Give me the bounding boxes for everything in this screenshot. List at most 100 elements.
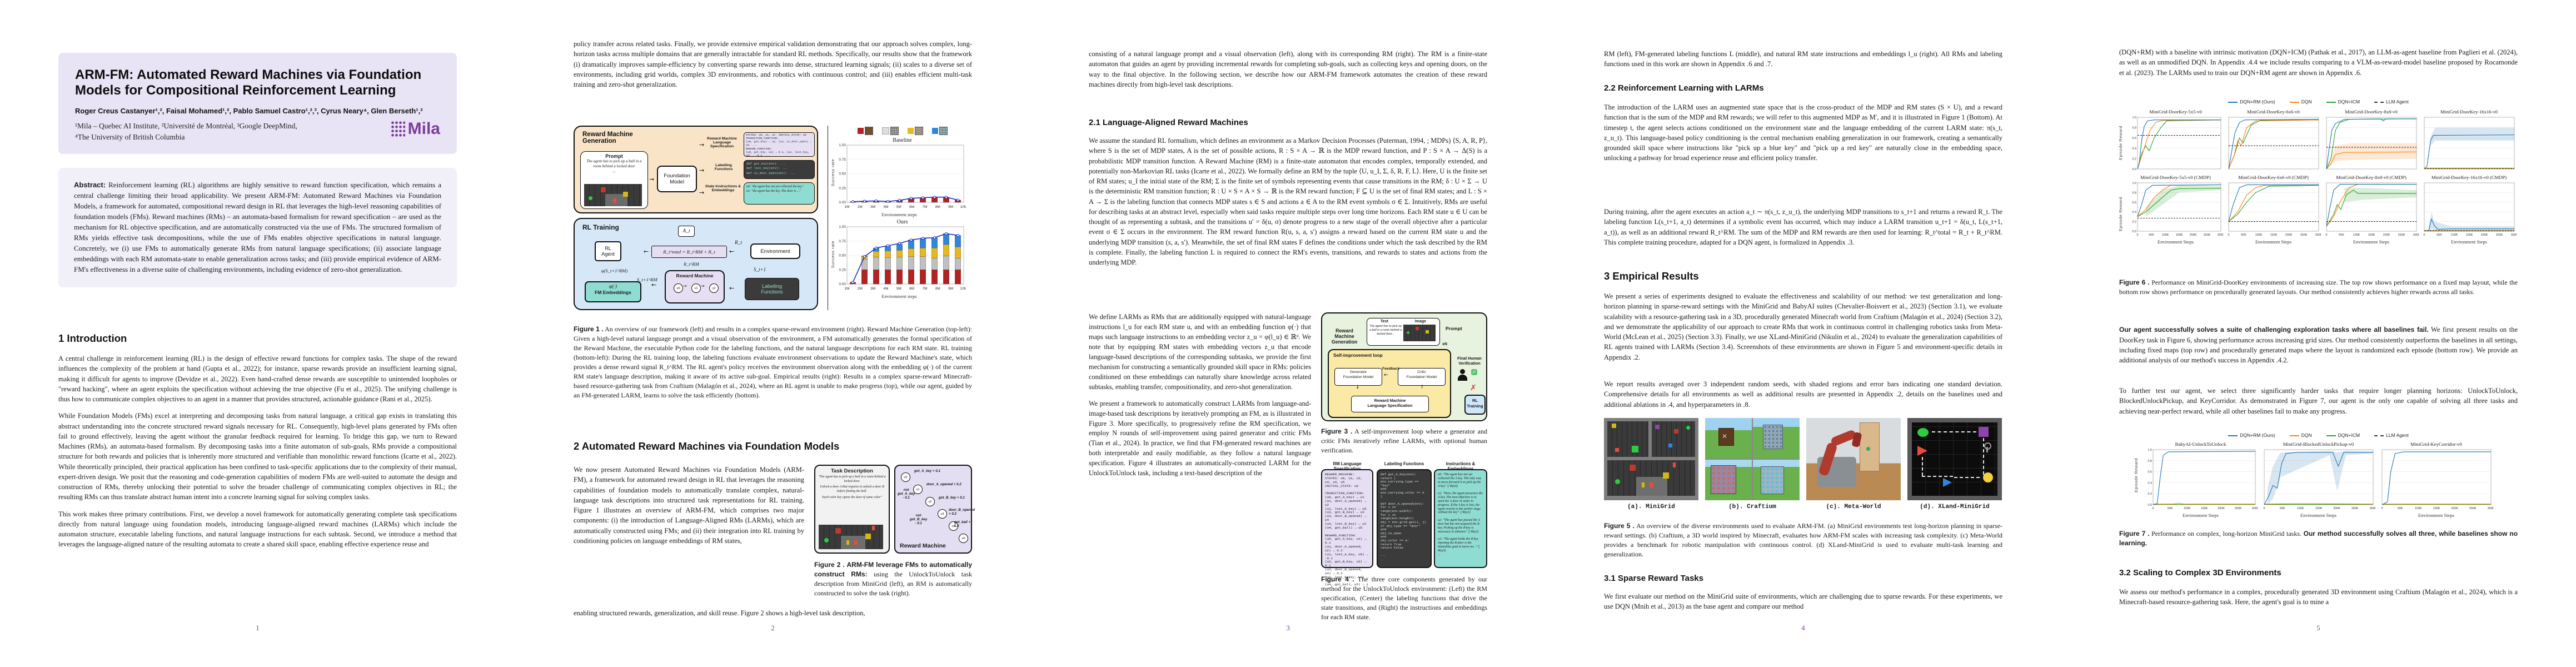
- svg-text:200K: 200K: [2218, 507, 2225, 510]
- fig1-ours-xlabel: Environment steps: [881, 293, 917, 299]
- fig1-caption-label: Figure 1 .: [574, 325, 604, 333]
- fig2-reward-machine-box: u0 u1 u2 u3 u4 u5 got_A_key + 0.1 door_A…: [894, 465, 975, 554]
- fig4-header-labeling: Labeling Functions: [1384, 461, 1424, 466]
- svg-text:1.0: 1.0: [2132, 182, 2137, 185]
- fig2-minigrid-thumbnail: [819, 525, 883, 549]
- fig1-reward-sum-node: R_t^total = R_t^RM + R_t: [651, 246, 727, 258]
- page5-bold-paragraph: Our agent successfully solves a suite of…: [2119, 325, 2518, 365]
- fig6-title-5: MiniGrid-DoorKey-6x6-v0 (CMDP): [2238, 175, 2309, 180]
- figure-7: DQN+RM (Ours) DQN DQN+ICM LLM Agent Epis…: [2119, 432, 2518, 524]
- svg-text:6M: 6M: [909, 287, 914, 291]
- svg-text:100K: 100K: [2353, 233, 2360, 237]
- page3-framework-paragraph: We present a framework to automatically …: [1089, 399, 1311, 477]
- svg-text:200K: 200K: [2285, 233, 2293, 237]
- fig3-check-icon: ✓: [1471, 369, 1477, 375]
- svg-text:0.0: 0.0: [2148, 504, 2153, 507]
- fig1-arrow-spec: →: [699, 141, 705, 148]
- figure-5-caption: Figure 5 . An overview of the diverse en…: [1604, 521, 2002, 559]
- fig3-generator-card: Generator Foundation Model: [1334, 368, 1382, 386]
- abstract-box: Abstract: Reinforcement learning (RL) al…: [58, 168, 457, 287]
- fig1-arrow-prompt-fm: →: [649, 176, 655, 183]
- fig1-caption-text: An overview of our framework (left) and …: [574, 325, 972, 400]
- fig6-xlabel-3: Environment Steps: [2451, 239, 2487, 245]
- svg-text:50K: 50K: [2437, 233, 2442, 237]
- figure-4-caption: Figure 4 . The three core components gen…: [1321, 575, 1487, 622]
- fig7-caption-bold: Our method successfully solves all three…: [2119, 530, 2518, 547]
- svg-text:0: 0: [2153, 507, 2154, 510]
- svg-text:5M: 5M: [896, 287, 901, 291]
- fig1-arrow-rl-4: ←: [729, 285, 735, 292]
- fig4-header-instr: Instructions & Embeddings: [1446, 461, 1476, 471]
- svg-text:250K: 250K: [2398, 233, 2405, 237]
- figure-6: DQN+RM (Ours) DQN DQN+ICM LLM Agent Epis…: [2118, 99, 2518, 249]
- fig2-state-u5: u5: [959, 534, 968, 543]
- page2-top-paragraph: policy transfer across related tasks. Fi…: [574, 40, 972, 88]
- fig1-rt-label: R_t: [735, 240, 743, 246]
- paper-title: ARM-FM: Automated Reward Machines via Fo…: [75, 67, 422, 98]
- page2-bottom-line: enabling structured rewards, generalizat…: [574, 609, 865, 617]
- fig5-craftium-image: ✕: [1705, 418, 1800, 500]
- fig7-legend: DQN+RM (Ours) DQN DQN+ICM LLM Agent: [2119, 432, 2518, 438]
- svg-text:5M: 5M: [896, 205, 901, 209]
- svg-text:7M: 7M: [922, 205, 927, 209]
- svg-text:200K: 200K: [2333, 507, 2340, 510]
- intro-paragraph-2: While Foundation Models (FMs) excel at i…: [58, 412, 457, 501]
- svg-text:9M: 9M: [948, 205, 953, 209]
- svg-text:4M: 4M: [883, 287, 888, 291]
- fig1-minigrid-thumbnail: [584, 184, 642, 206]
- intro-paragraph-3: This work makes three primary contributi…: [58, 510, 457, 549]
- fig1-rl-title: RL Training: [582, 223, 619, 231]
- svg-text:0: 0: [2381, 507, 2383, 510]
- svg-text:0.0: 0.0: [2132, 168, 2137, 171]
- fig3-caption-label: Figure 3 .: [1321, 427, 1353, 435]
- figure-1: Reward Machine Generation Prompt The age…: [574, 126, 972, 310]
- fig7-plot-blockedunlockpickup: 050K100K150K200K250K300K: [2264, 449, 2375, 510]
- fig4-code-panel: def got_A_key(env): return ( env.carryin…: [1377, 469, 1432, 568]
- svg-text:150K: 150K: [2270, 233, 2278, 237]
- fig3-gen-title: Reward Machine Generation: [1331, 328, 1358, 345]
- fig1-srm-label: S_t+1^RM: [637, 277, 657, 282]
- fig1-rm-node-title: Reward Machine: [676, 273, 714, 278]
- affiliation-line-1: ¹Mila – Quebec AI Institute, ²Université…: [75, 121, 297, 130]
- svg-text:0.4: 0.4: [2132, 147, 2137, 151]
- fig5-metaworld-image: [1806, 418, 1901, 500]
- svg-text:0.6: 0.6: [2132, 137, 2137, 140]
- fig2-task-description-box: Task Description "The agent has to pick …: [814, 465, 890, 554]
- svg-text:1.00: 1.00: [839, 143, 846, 147]
- fig2-state-u2: u2: [925, 497, 935, 506]
- fig2-state-u4: u4: [949, 521, 958, 531]
- fig1-fm-embeddings-node: φ(·) FM Embeddings: [585, 281, 641, 302]
- fig6-title-6: MiniGrid-DoorKey-8x8-v0 (CMDP): [2336, 175, 2406, 180]
- fig6-title-4: MiniGrid-DoorKey-5x5-v0 (CMDP): [2140, 175, 2211, 180]
- svg-text:0.2: 0.2: [2132, 157, 2137, 161]
- fig7-caption-label: Figure 7 .: [2119, 530, 2150, 537]
- authors-line: Roger Creus Castanyer¹,², Faisal Mohamed…: [75, 106, 423, 115]
- fig3-prompt-card: Text Image The agent has to pick up a ba…: [1367, 318, 1440, 346]
- fig7-legend-dqn: DQN: [2289, 432, 2312, 438]
- page4-top-paragraph: RM (left), FM-generated labeling functio…: [1604, 50, 2002, 68]
- fig6-title-2: MiniGrid-DoorKey-8x8-v0: [2345, 109, 2398, 115]
- page4-paragraph-2: During training, after the agent execute…: [1604, 208, 2002, 246]
- fig6-plot-doorkey16-cmdp: 050K100K150K200K250K300K: [2424, 182, 2517, 237]
- page-number-5: 5: [2316, 624, 2320, 632]
- fig2-task-quote-2: Unlock a door A that requires to unlock …: [820, 485, 884, 494]
- svg-text:8M: 8M: [935, 287, 940, 291]
- fig2-caption-text: using the UnlockToUnlock task descriptio…: [814, 570, 973, 598]
- fig6-plot-doorkey6: [2228, 117, 2319, 170]
- page-1: ARM-FM: Automated Reward Machines via Fo…: [0, 0, 516, 667]
- fig1-rrm-label: R_t^RM: [684, 261, 699, 267]
- svg-text:0.6: 0.6: [2148, 471, 2153, 474]
- fig4-instr-panel: u0: "The agent has not yet collected the…: [1434, 469, 1487, 568]
- svg-text:250K: 250K: [2496, 233, 2503, 237]
- fig3-feedback-arrow: ←: [1384, 372, 1388, 378]
- fig5-xland-image: [1907, 418, 2002, 500]
- fig3-text-header: Text: [1380, 320, 1388, 323]
- svg-text:50K: 50K: [2241, 233, 2246, 237]
- fig7-title-0: BabyAI-UnlockToUnlock: [2175, 441, 2226, 447]
- fig7-xlabel-2: Environment Steps: [2418, 512, 2454, 518]
- fig2-task-quote-3: Each color key opens the door of same co…: [822, 495, 882, 499]
- fig1-ours-chart-title: Ours: [896, 219, 908, 225]
- legend-llm-agent: LLM Agent: [2374, 99, 2409, 104]
- fig1-labelling-functions-node: Labelling Functions: [745, 278, 799, 300]
